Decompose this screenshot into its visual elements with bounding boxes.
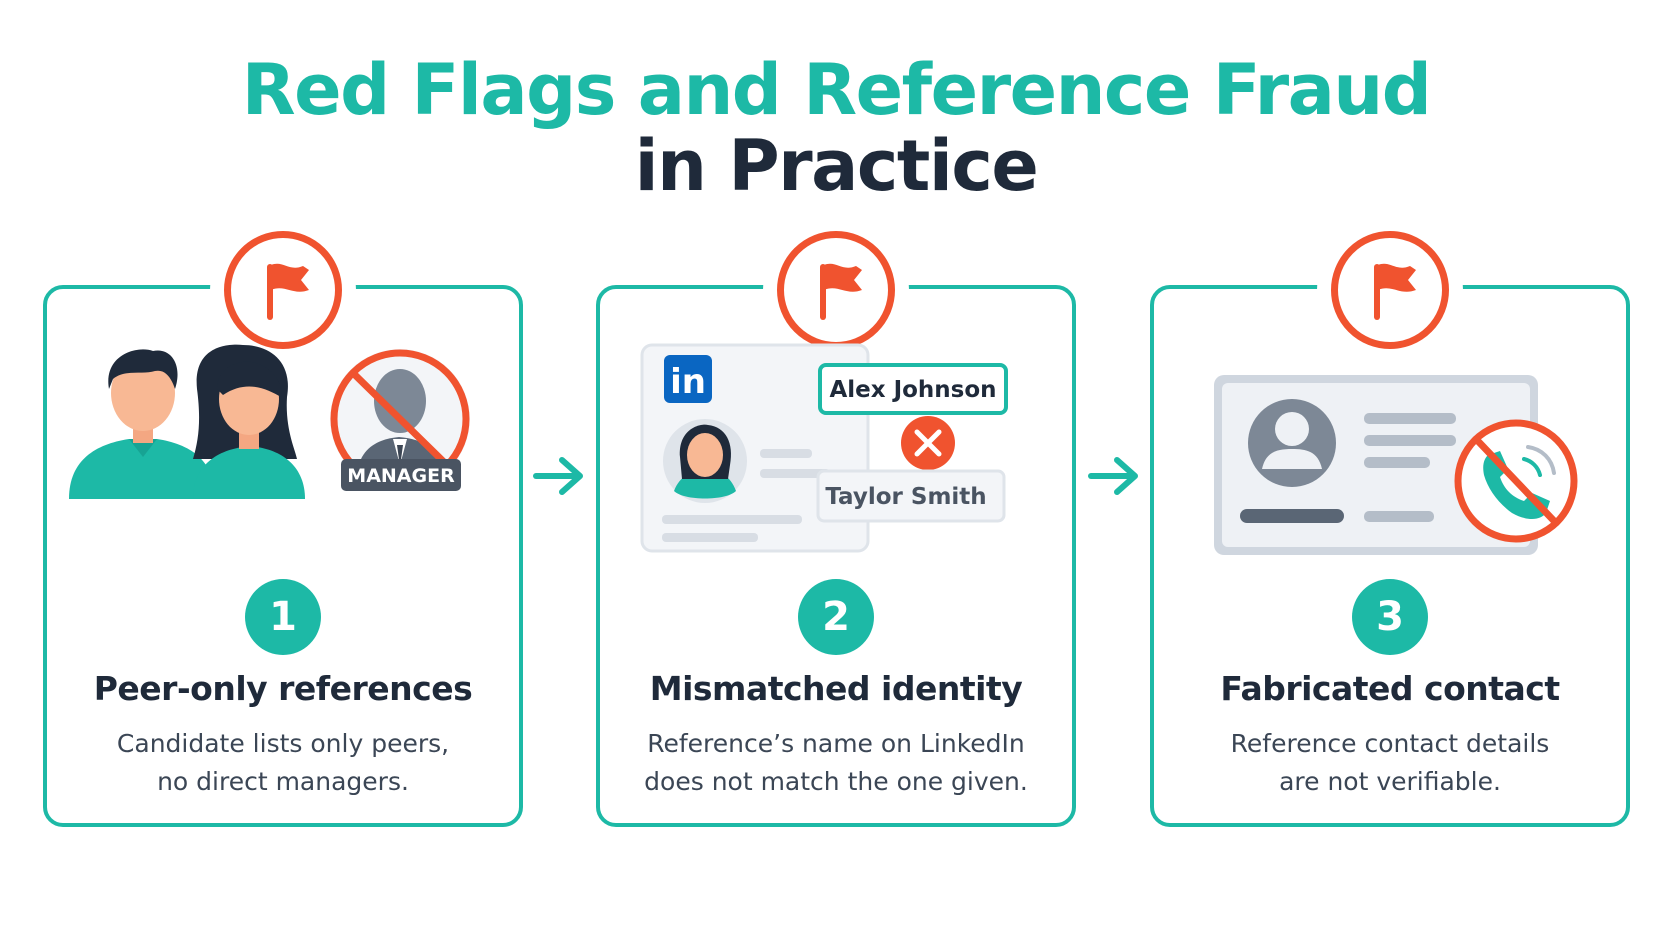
step-description-line: Candidate lists only peers,	[116, 729, 450, 758]
manager-badge-label: MANAGER	[347, 465, 455, 487]
name-given-tag: Alex Johnson	[818, 363, 1008, 415]
step-description-line: Reference contact details	[1230, 729, 1550, 758]
linkedin-logo: in	[664, 355, 712, 403]
contact-card-icon	[1214, 375, 1538, 555]
step-number: 3	[1352, 579, 1428, 655]
card-peer-only-references: MANAGER 1 Peer-only references Candidate…	[43, 231, 523, 827]
arrow-right-icon	[1088, 457, 1138, 495]
name-given: Alex Johnson	[829, 377, 996, 403]
step-number: 2	[798, 579, 874, 655]
name-found: Taylor Smith	[825, 484, 986, 510]
profile-avatar-icon	[663, 419, 747, 503]
phone-prohibited-icon	[1454, 419, 1578, 543]
step-description-line: are not verifiable.	[1279, 767, 1501, 796]
card-mismatched-identity: in Alex Johnson Taylor Smith 2 Mismatche…	[596, 231, 1076, 827]
peer-woman-icon	[193, 344, 305, 499]
mismatch-x-icon	[901, 416, 955, 470]
page-title: Red Flags and Reference Fraud in Practic…	[0, 50, 1672, 206]
step-title: Fabricated contact	[1220, 669, 1560, 708]
step-description-line: does not match the one given.	[644, 767, 1028, 796]
flag-icon	[224, 231, 342, 349]
step-number: 1	[245, 579, 321, 655]
title-line-2: in Practice	[634, 125, 1039, 207]
card-fabricated-contact: 3 Fabricated contact Reference contact d…	[1150, 231, 1630, 827]
step-description-line: Reference’s name on LinkedIn	[647, 729, 1025, 758]
linkedin-logo-text: in	[670, 362, 706, 402]
arrow-right-icon	[533, 457, 583, 495]
name-found-tag: Taylor Smith	[816, 469, 1006, 523]
title-line-1: Red Flags and Reference Fraud	[241, 49, 1432, 131]
peer-references-illustration: MANAGER	[69, 344, 470, 499]
contact-card-illustration	[1214, 375, 1578, 555]
peer-man-icon	[69, 349, 215, 499]
step-title: Peer-only references	[93, 669, 473, 708]
linkedin-profile-illustration: in Alex Johnson Taylor Smith	[640, 343, 1008, 553]
flag-icon	[1331, 231, 1449, 349]
manager-prohibited-icon: MANAGER	[330, 349, 470, 491]
step-description: Reference’s name on LinkedIn does not ma…	[620, 725, 1052, 801]
step-description: Candidate lists only peers, no direct ma…	[67, 725, 499, 801]
step-description: Reference contact details are not verifi…	[1174, 725, 1606, 801]
step-description-line: no direct managers.	[157, 767, 409, 796]
step-title: Mismatched identity	[649, 669, 1023, 708]
